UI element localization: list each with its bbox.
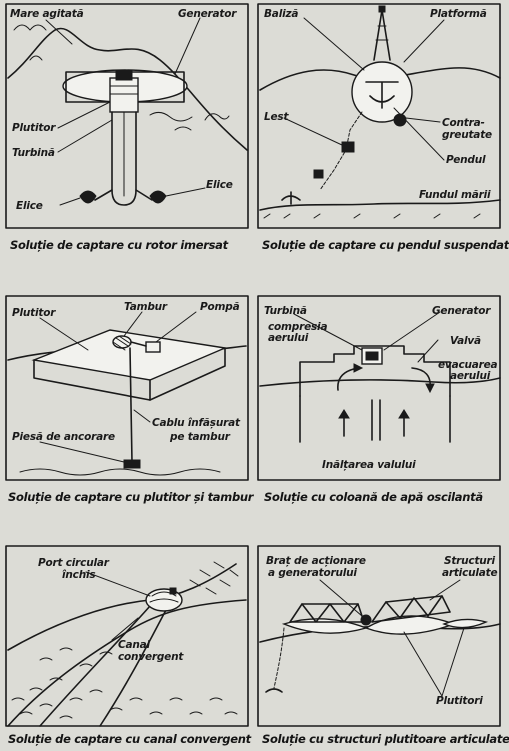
caption-water-column: Soluție cu coloană de apă oscilantă	[264, 490, 483, 504]
panel-float-drum: Plutitor Tambur Pompă Cablu înfășurat pe…	[0, 250, 254, 504]
label-platform: Platformă	[430, 8, 487, 20]
label-pendulum: Pendul	[446, 154, 486, 166]
articulated-structures-drawing	[257, 545, 501, 727]
label-rough-sea: Mare agitată	[10, 8, 84, 20]
panel-converging-channel: Port circular închis Canal convergent So…	[0, 500, 254, 750]
label-channel-2: convergent	[118, 651, 184, 663]
label-air-compression-2: aerului	[268, 332, 309, 344]
label-float: Plutitor	[12, 307, 56, 319]
panel-articulated-structures: Braț de acționare a generatorului Struct…	[254, 500, 509, 750]
label-ballast: Lest	[264, 111, 289, 123]
caption-suspended-pendulum: Soluție de captare cu pendul suspendat	[262, 238, 509, 252]
label-generator: Generator	[178, 8, 237, 20]
label-air-compression-1: compresia	[268, 321, 328, 333]
panel-water-column: Turbină compresia aerului Generator Valv…	[254, 250, 508, 504]
panel-suspended-pendulum: Baliză Platformă Lest Contra- greutate P…	[254, 0, 509, 252]
label-arm-2: a generatorului	[268, 567, 357, 579]
caption-submerged-rotor: Soluție de captare cu rotor imersat	[10, 238, 228, 252]
converging-channel-drawing	[5, 545, 249, 727]
caption-articulated-structures: Soluție cu structuri plutitoare articula…	[262, 732, 509, 746]
label-float: Plutitor	[12, 122, 56, 134]
panel-submerged-rotor: Mare agitată Generator Plutitor Turbină …	[0, 0, 254, 252]
water-column-drawing	[257, 295, 501, 481]
label-beacon: Baliză	[264, 8, 299, 20]
label-port-1: Port circular	[38, 557, 109, 569]
label-cable-1: Cablu înfășurat	[152, 417, 240, 429]
label-pump: Pompă	[200, 301, 240, 313]
label-generator: Generator	[432, 305, 491, 317]
label-cable-2: pe tambur	[170, 431, 230, 443]
label-counterweight-1: Contra-	[442, 117, 485, 129]
submerged-rotor-drawing	[5, 3, 249, 229]
label-valve: Valvă	[450, 335, 481, 347]
label-wave-rise: Inălțarea valului	[322, 459, 416, 471]
label-seabed: Fundul mării	[419, 189, 491, 201]
label-turbine: Turbină	[264, 305, 307, 317]
label-anchor: Piesă de ancorare	[12, 431, 115, 443]
label-arm-1: Braț de acționare	[266, 555, 366, 567]
label-structures-2: articulate	[442, 567, 498, 579]
label-air-exhaust-2: aerului	[450, 370, 491, 382]
label-floats: Plutitori	[436, 695, 483, 707]
label-counterweight-2: greutate	[442, 129, 492, 141]
float-drum-drawing	[5, 295, 249, 481]
suspended-pendulum-drawing	[257, 3, 501, 229]
label-structures-1: Structuri	[444, 555, 495, 567]
label-propeller-right: Elice	[206, 179, 233, 191]
label-propeller-left: Elice	[16, 200, 43, 212]
label-turbine: Turbină	[12, 147, 55, 159]
caption-float-drum: Soluție de captare cu plutitor și tambur	[8, 490, 254, 504]
label-port-2: închis	[62, 569, 96, 581]
label-drum: Tambur	[124, 301, 167, 313]
label-air-exhaust-1: evacuarea	[438, 359, 498, 371]
caption-converging-channel: Soluție de captare cu canal convergent	[8, 732, 251, 746]
label-channel-1: Canal	[118, 639, 150, 651]
